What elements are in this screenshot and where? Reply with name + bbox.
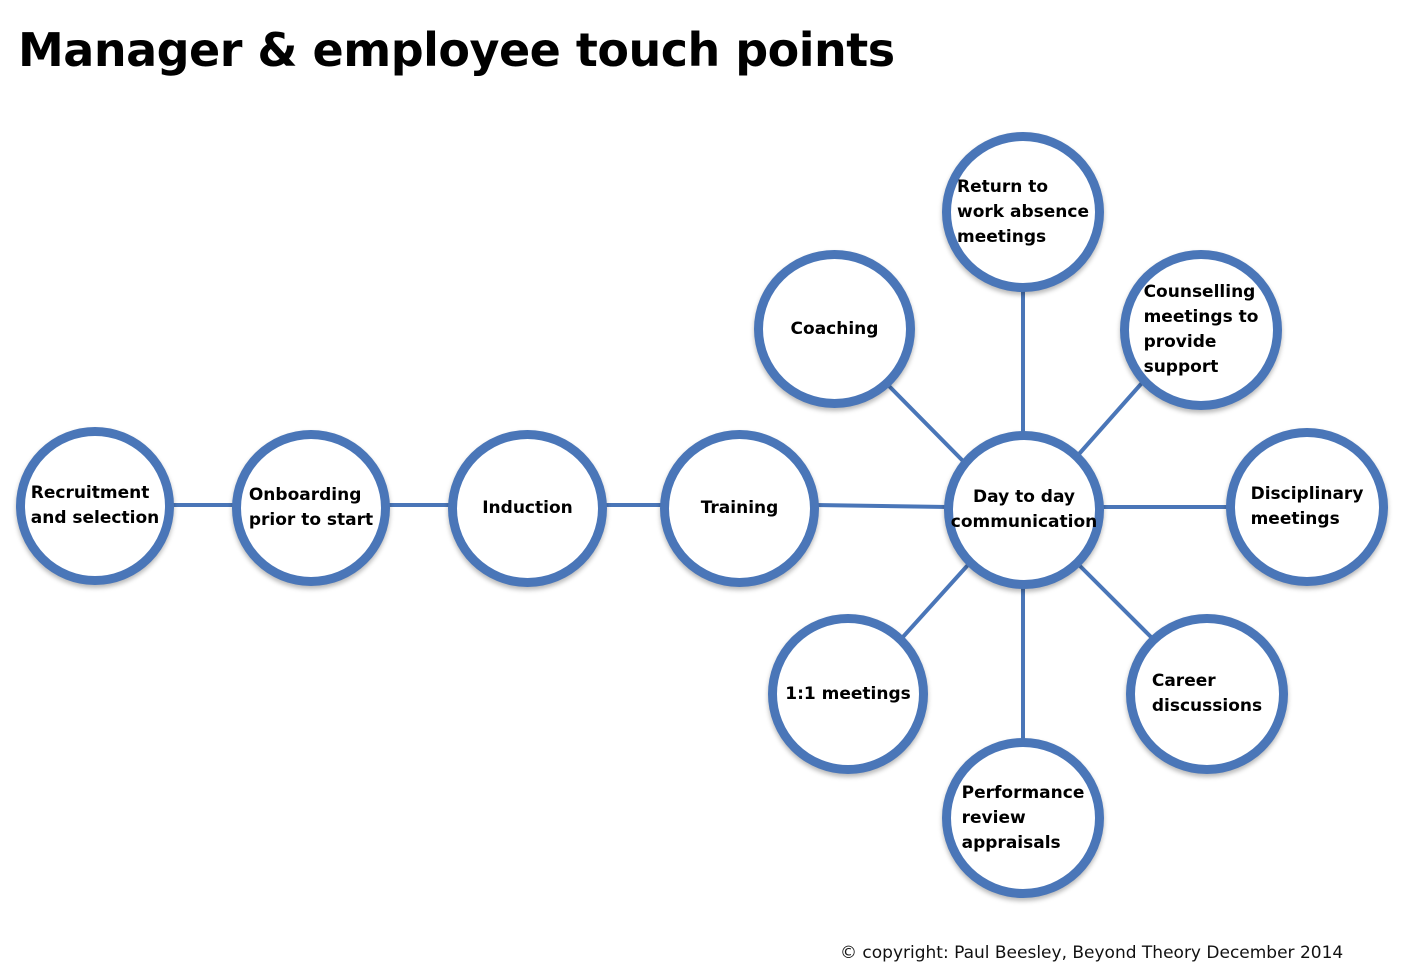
connector-day-to-day-one-to-one xyxy=(900,564,969,640)
copyright-notice: © copyright: Paul Beesley, Beyond Theory… xyxy=(840,943,1344,963)
node-performance: Performance review appraisals xyxy=(942,738,1104,898)
node-label-coaching: Coaching xyxy=(790,318,879,339)
node-label-recruitment: Recruitment and selection xyxy=(30,483,160,528)
node-return-to-work: Return to work absence meetings xyxy=(942,132,1104,292)
node-label-return-to-work: Return to work absence meetings xyxy=(957,176,1089,247)
node-label-induction: Induction xyxy=(482,498,573,518)
node-training: Training xyxy=(660,430,819,587)
node-label-onboarding: Onboarding prior to start xyxy=(248,485,374,530)
node-label-counselling: Counselling meetings to provide support xyxy=(1143,282,1259,377)
node-counselling: Counselling meetings to provide support xyxy=(1120,250,1282,410)
node-induction: Induction xyxy=(448,430,607,587)
connector-training-day-to-day xyxy=(813,503,950,509)
node-label-one-to-one: 1:1 meetings xyxy=(785,683,911,704)
node-career: Career discussions xyxy=(1126,614,1288,774)
connector-day-to-day-counselling xyxy=(1077,382,1143,456)
node-label-career: Career discussions xyxy=(1151,671,1263,716)
node-label-day-to-day-communication: Day to day communication xyxy=(950,487,1098,532)
node-onboarding: Onboarding prior to start xyxy=(232,430,390,586)
node-label-performance: Performance review appraisals xyxy=(961,782,1085,853)
node-label-training: Training xyxy=(700,498,779,518)
connector-day-to-day-coaching xyxy=(887,384,964,462)
node-coaching: Coaching xyxy=(754,250,915,408)
node-one-to-one: 1:1 meetings xyxy=(768,614,928,774)
node-disciplinary: Disciplinary meetings xyxy=(1226,428,1388,586)
node-label-disciplinary: Disciplinary meetings xyxy=(1250,484,1364,529)
node-day-to-day-communication: Day to day communication xyxy=(944,431,1104,589)
connector-day-to-day-career xyxy=(1078,564,1153,639)
page-title: Manager & employee touch points xyxy=(18,23,895,77)
node-recruitment: Recruitment and selection xyxy=(16,427,174,585)
